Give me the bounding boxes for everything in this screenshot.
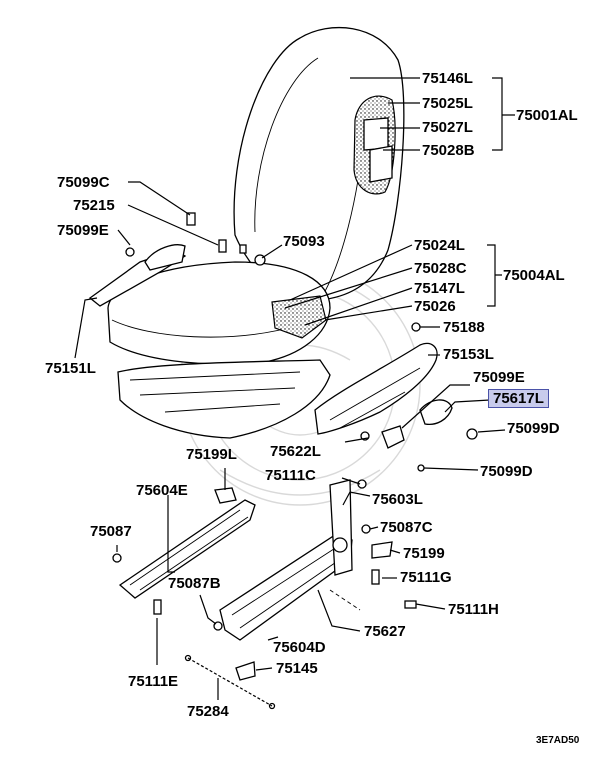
callout-75099D-top: 75099D [507, 420, 560, 437]
callout-75199: 75199 [403, 545, 445, 562]
callout-75111C: 75111C [265, 467, 316, 484]
seat-cushion [107, 261, 331, 439]
callout-75199L: 75199L [186, 446, 237, 463]
callout-75603L: 75603L [372, 491, 423, 508]
side-shield-parts [314, 322, 478, 472]
callout-75153L: 75153L [443, 346, 494, 363]
callout-75604E: 75604E [136, 482, 188, 499]
callout-75145: 75145 [276, 660, 318, 677]
callout-75284: 75284 [187, 703, 229, 720]
callout-75025L: 75025L [422, 95, 473, 112]
callout-75004AL: 75004AL [503, 267, 565, 284]
callout-75099D-bottom: 75099D [480, 463, 533, 480]
callout-75099E-left: 75099E [57, 222, 109, 239]
seat-slide-rails [112, 479, 417, 710]
callout-75028B: 75028B [422, 142, 475, 159]
callout-75147L: 75147L [414, 280, 465, 297]
callout-75087C: 75087C [380, 519, 433, 536]
seat-back [233, 27, 405, 301]
callout-75001AL: 75001AL [516, 107, 578, 124]
drawing-code: 3E7AD50 [536, 735, 580, 746]
callout-75111G: 75111G [400, 569, 452, 586]
callout-75099E-right: 75099E [473, 369, 525, 386]
callout-75028C: 75028C [414, 260, 467, 277]
leader-lines [74, 77, 515, 700]
callout-75027L: 75027L [422, 119, 473, 136]
callout-75617L-highlighted[interactable]: 75617L [488, 389, 549, 408]
callout-75111H: 75111H [448, 601, 499, 618]
callout-75093: 75093 [283, 233, 325, 250]
callout-75622L: 75622L [270, 443, 321, 460]
callout-75604D: 75604D [273, 639, 326, 656]
callout-75087B: 75087B [168, 575, 221, 592]
callout-75627: 75627 [364, 623, 406, 640]
callout-75188: 75188 [443, 319, 485, 336]
callout-75151L: 75151L [45, 360, 96, 377]
callout-75024L: 75024L [414, 237, 465, 254]
callout-75111E: 75111E [128, 673, 179, 690]
callout-75146L: 75146L [422, 70, 473, 87]
callout-75026: 75026 [414, 298, 456, 315]
callout-75087: 75087 [90, 523, 132, 540]
callout-75099C: 75099C [57, 174, 110, 191]
callout-75215: 75215 [73, 197, 115, 214]
